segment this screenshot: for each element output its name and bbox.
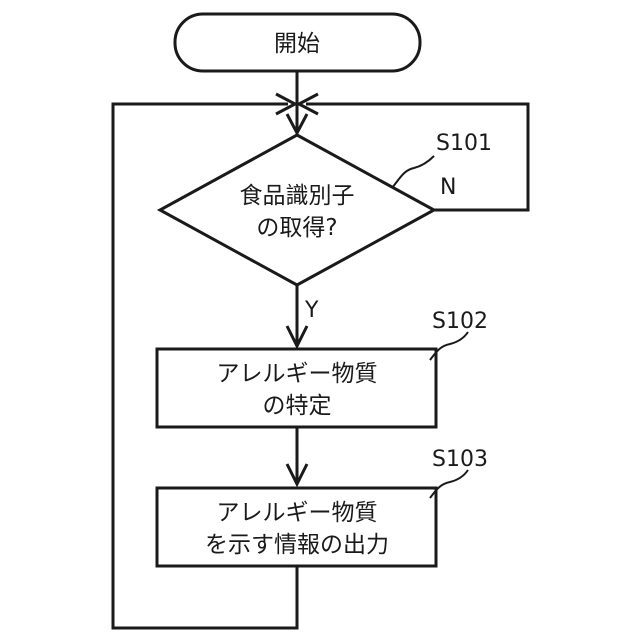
no-branch-label: N — [440, 175, 456, 200]
decision-diamond — [160, 135, 434, 285]
s101-leader-line — [392, 156, 434, 188]
yes-branch-label: Y — [304, 298, 319, 323]
process-1-text-line-1: アレルギー物質 — [217, 361, 378, 387]
s103-step-id: S103 — [432, 447, 488, 472]
s101-step-id: S101 — [436, 131, 492, 156]
decision-text-line-2: の取得? — [256, 215, 337, 241]
decision-text-line-1: 食品識別子 — [240, 183, 355, 209]
process-1-text-line-2: の特定 — [263, 393, 332, 419]
start-label: 開始 — [274, 31, 320, 57]
s102-step-id: S102 — [432, 309, 488, 334]
process-2-text-line-2: を示す情報の出力 — [205, 532, 389, 558]
process-2-text-line-1: アレルギー物質 — [217, 500, 378, 526]
